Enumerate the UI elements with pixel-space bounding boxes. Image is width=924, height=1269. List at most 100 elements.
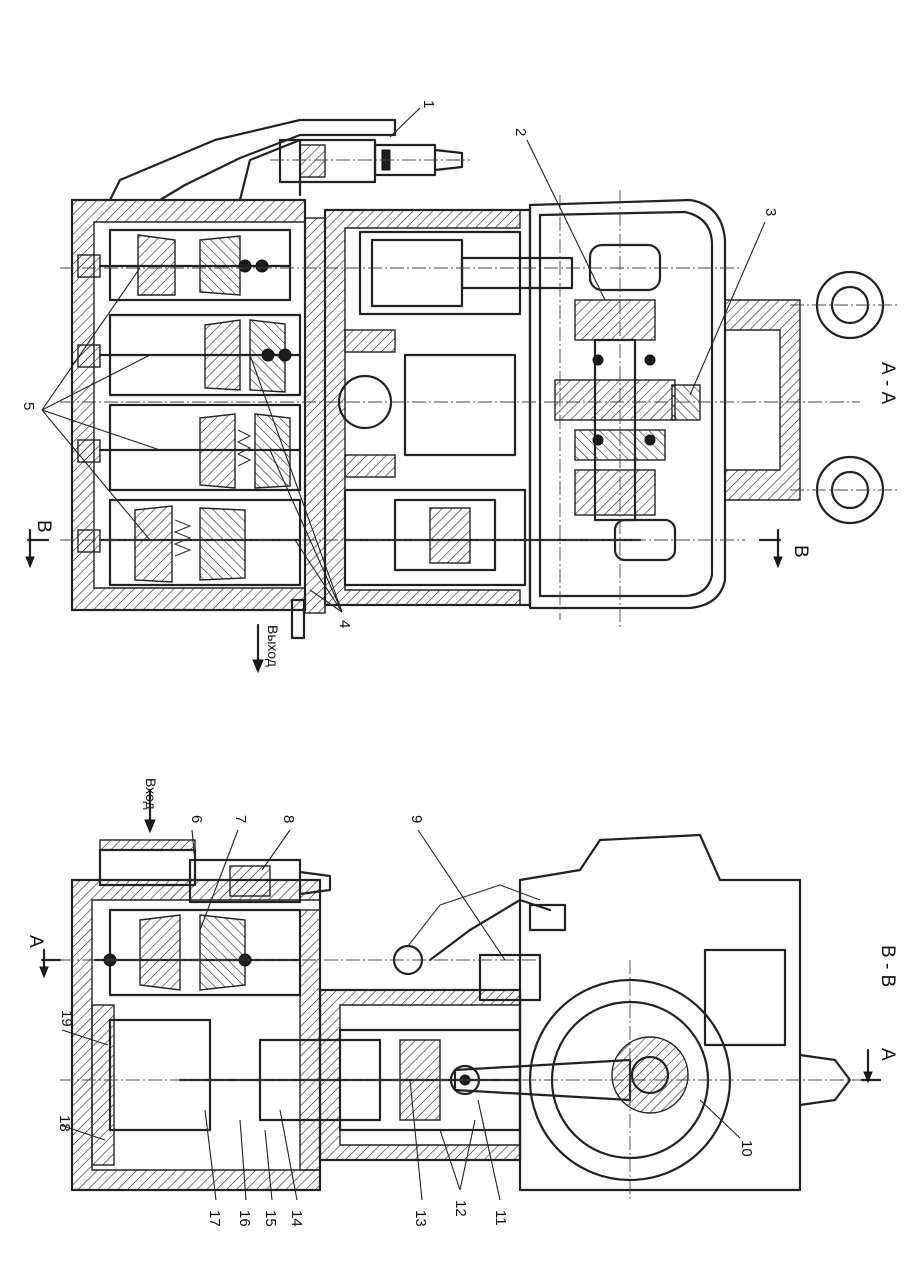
cut-mark-b-right: В xyxy=(758,528,811,569)
valve-stage-1 xyxy=(98,228,292,302)
callout-10: 10 xyxy=(699,1099,755,1157)
svg-text:8: 8 xyxy=(280,815,297,823)
callout-9: 9 xyxy=(408,815,506,961)
svg-text:12: 12 xyxy=(452,1200,469,1217)
plug xyxy=(77,344,101,368)
crankcase-boss xyxy=(703,948,787,1047)
svg-text:13: 13 xyxy=(412,1210,429,1227)
cylinder-lower xyxy=(343,488,527,587)
separator-wall xyxy=(91,1004,115,1166)
valve-pair-bb xyxy=(93,908,302,997)
valve-stem-tip xyxy=(298,870,332,896)
gas-pipe xyxy=(238,138,302,202)
svg-text:19: 19 xyxy=(58,1010,75,1027)
piston-upper xyxy=(370,238,464,308)
main-bearing-3 xyxy=(671,384,701,421)
svg-text:9: 9 xyxy=(408,815,425,823)
callout-4: 4 xyxy=(249,354,353,628)
callout-3: 3 xyxy=(689,208,779,396)
cylinder-block-wall xyxy=(324,209,521,606)
cylinder-upper xyxy=(358,230,522,316)
crankshaft xyxy=(554,190,677,630)
crank-pin xyxy=(630,1055,670,1095)
callout-11: 11 xyxy=(477,1099,509,1226)
cut-mark-b-left: В xyxy=(25,520,54,569)
valve-head-wall-bb xyxy=(71,879,321,1191)
suction-valve-body xyxy=(188,858,302,904)
mounting-bracket xyxy=(724,270,900,525)
cut-label-b: В xyxy=(790,545,811,558)
block-rib xyxy=(344,329,396,353)
callout-16: 16 xyxy=(236,1119,253,1227)
oil-pump-9 xyxy=(392,898,567,1002)
crank-bearing xyxy=(611,1036,689,1114)
callout-18: 18 xyxy=(56,1115,106,1141)
valve-head-wall-top xyxy=(71,199,306,611)
relief-valve-1 xyxy=(270,138,470,184)
svg-text:15: 15 xyxy=(262,1210,279,1227)
svg-text:5: 5 xyxy=(20,402,37,410)
crankcase-inner xyxy=(538,210,714,598)
plug xyxy=(77,529,101,553)
svg-text:10: 10 xyxy=(738,1140,755,1157)
svg-text:17: 17 xyxy=(206,1210,223,1227)
svg-text:7: 7 xyxy=(232,815,249,823)
svg-text:4: 4 xyxy=(336,620,353,628)
callout-8: 8 xyxy=(261,815,297,871)
piston-lower xyxy=(393,498,497,572)
svg-text:1: 1 xyxy=(420,100,437,108)
svg-text:3: 3 xyxy=(762,208,779,216)
svg-text:6: 6 xyxy=(188,815,205,823)
callout-2: 2 xyxy=(512,128,606,301)
valve-stage-3 xyxy=(98,403,302,492)
outlet-nozzle xyxy=(290,598,306,640)
separator-chamber xyxy=(108,1018,212,1132)
cut-label-a: А xyxy=(877,1048,898,1061)
cut-label-b: В xyxy=(33,520,54,533)
crankcase-bb xyxy=(518,833,802,1192)
piston-lower-core xyxy=(429,507,471,564)
plug xyxy=(77,254,101,278)
svg-text:16: 16 xyxy=(236,1210,253,1227)
svg-text:2: 2 xyxy=(512,128,529,136)
cut-mark-a-right: А xyxy=(860,1048,898,1084)
callout-12: 12 xyxy=(439,1119,476,1217)
valve-stage-4 xyxy=(98,498,302,587)
oil-line xyxy=(407,884,541,947)
section-aa-title: А - А xyxy=(877,362,898,405)
svg-text:11: 11 xyxy=(492,1210,509,1226)
callout-5: 5 xyxy=(20,267,161,541)
inlet-label: Вход xyxy=(143,778,159,810)
section-aa-view: В В Выход А - А 1 2 3 xyxy=(20,100,900,674)
callout-17: 17 xyxy=(204,1109,223,1227)
connecting-rod-upper xyxy=(460,256,574,290)
suction-valve-spring xyxy=(229,865,271,897)
cut-mark-a-left: А xyxy=(25,935,62,979)
callout-15: 15 xyxy=(262,1129,279,1227)
shaft-end xyxy=(798,1053,852,1107)
valve-head-cover xyxy=(108,118,397,202)
cylinder-block xyxy=(323,208,532,607)
callout-13: 13 xyxy=(409,1079,429,1227)
callout-19: 19 xyxy=(58,1010,109,1046)
callout-7: 7 xyxy=(199,815,249,931)
callout-14: 14 xyxy=(279,1109,305,1227)
cut-label-a: А xyxy=(25,935,46,948)
svg-text:18: 18 xyxy=(56,1115,73,1132)
crankcase xyxy=(528,198,727,610)
outlet-flow: Выход xyxy=(252,623,281,674)
section-bb-title: В - В xyxy=(877,945,898,987)
callout-6: 6 xyxy=(188,815,205,863)
outlet-label: Выход xyxy=(265,625,281,667)
callout-1: 1 xyxy=(389,100,437,138)
valve-stage-2 xyxy=(98,313,302,397)
inlet-flow: Вход xyxy=(143,778,159,834)
block-cavity xyxy=(403,353,517,457)
block-rib xyxy=(344,454,396,478)
valve-plate xyxy=(304,217,326,614)
plug xyxy=(77,439,101,463)
inlet-flange xyxy=(99,839,196,851)
section-bb-view: А А Вход В - В 6 7 8 xyxy=(25,778,898,1227)
svg-text:14: 14 xyxy=(288,1210,305,1227)
